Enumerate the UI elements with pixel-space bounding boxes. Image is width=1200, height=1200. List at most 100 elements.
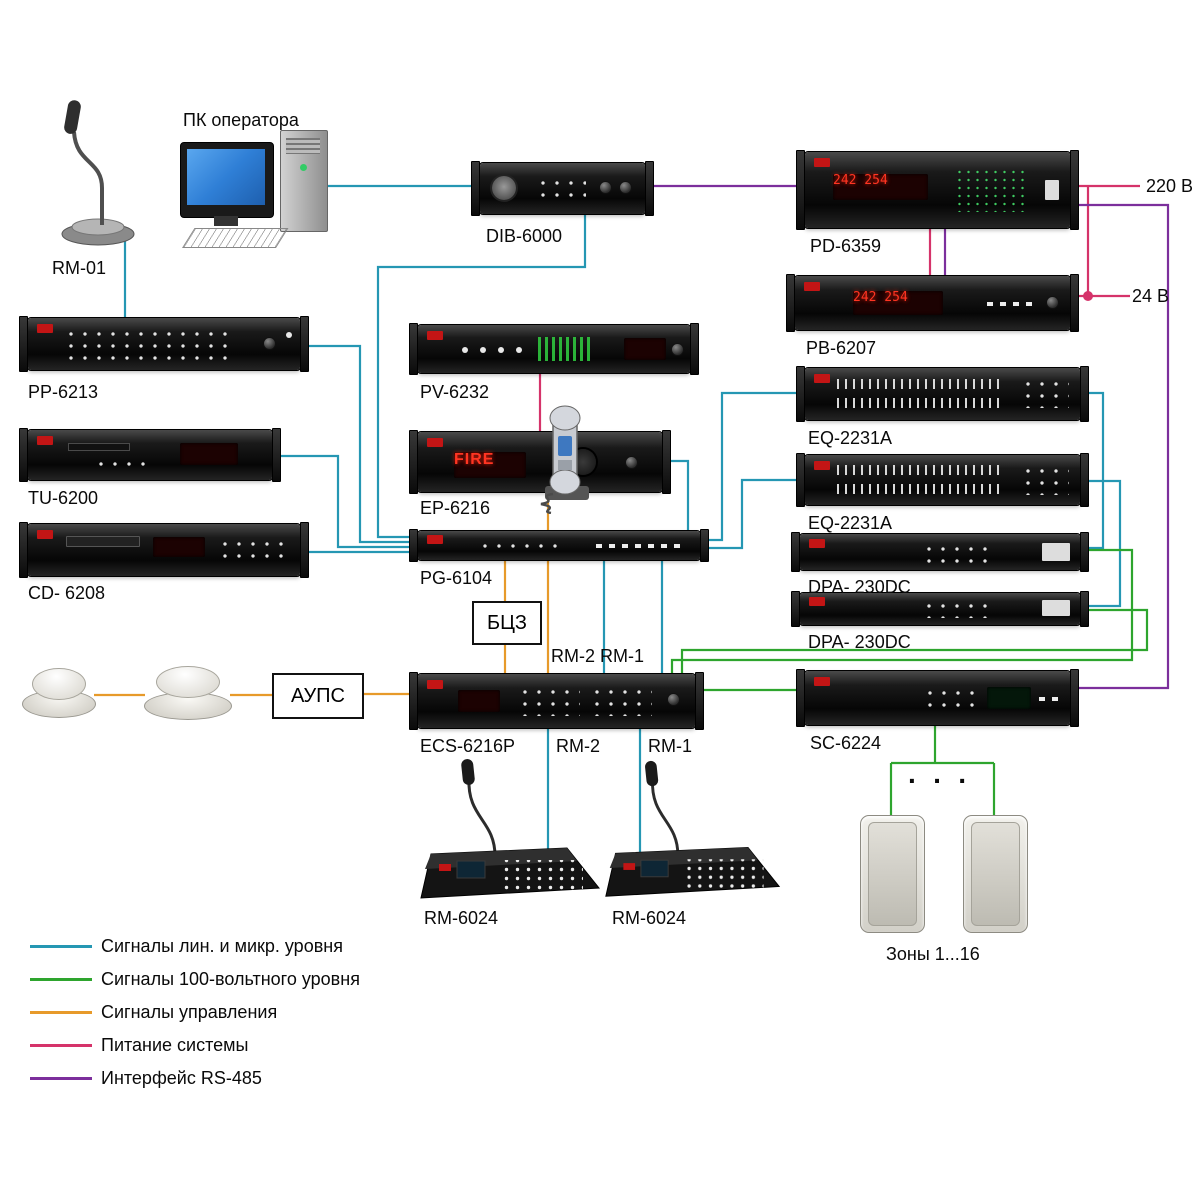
knob [1047, 297, 1058, 308]
label-dpa2: DPA- 230DC [808, 632, 911, 652]
label-plate [1045, 180, 1059, 200]
pc-power-led [300, 164, 307, 171]
device-sc-6224 [796, 669, 1079, 727]
device-pd-6359: 242 254 [796, 150, 1079, 230]
knob [600, 182, 611, 193]
label-rm6024-1: RM-6024 [424, 908, 499, 928]
brand-badge [37, 324, 53, 333]
legend-label-line: Сигналы лин. и микр. уровня [101, 936, 343, 956]
label-plate [1042, 600, 1070, 616]
smoke-detector-2 [144, 666, 232, 722]
brand-badge [814, 461, 830, 470]
knob [264, 338, 275, 349]
slider-row-upper [837, 379, 1005, 389]
legend-swatch-line [30, 945, 92, 948]
rm6024-console-1 [420, 759, 600, 899]
button-row [218, 538, 286, 564]
bcz-box: БЦЗ [472, 601, 542, 645]
label-pb: PB-6207 [806, 338, 877, 358]
operator-pc [180, 130, 328, 250]
device-pp-6213 [19, 316, 309, 372]
pc-keyboard [182, 228, 289, 248]
power-junction-dot [1083, 291, 1093, 301]
legend-label-power: Питание системы [101, 1035, 249, 1055]
button [462, 347, 468, 353]
label-ecs: ECS-6216P [420, 736, 516, 756]
brand-badge [804, 282, 820, 291]
zone-speaker-1 [860, 815, 925, 933]
legend-row-volt100: Сигналы 100-вольтного уровня [30, 969, 360, 990]
zone-buttons-right [590, 686, 652, 716]
cd-display [153, 537, 205, 557]
knob [620, 182, 631, 193]
device-ecs-6216p [409, 672, 704, 730]
label-dib: DIB-6000 [486, 226, 563, 246]
label-220v: 220 В [1146, 176, 1194, 196]
device-pg-6104 [409, 529, 709, 562]
detector-dome [32, 668, 86, 700]
brand-badge [427, 680, 443, 689]
speaker-grille [971, 822, 1020, 926]
brand-badge [427, 331, 443, 340]
xlr-connector [492, 176, 516, 200]
legend-row-rs485: Интерфейс RS-485 [30, 1068, 360, 1089]
detector-dome [156, 666, 220, 698]
device-ep-6216: FIRE [409, 430, 671, 494]
legend-swatch-power [30, 1044, 92, 1047]
pc-monitor-stand [214, 216, 238, 226]
brand-badge [427, 438, 443, 447]
button [480, 347, 486, 353]
wire-pg-eq2 [698, 478, 807, 550]
device-eq-2231a-2 [796, 453, 1089, 507]
control-section [1021, 465, 1069, 495]
brand-badge [37, 530, 53, 539]
port-row [596, 544, 681, 548]
fireman-handset [540, 405, 589, 514]
label-operator-pc: ПК оператора [183, 110, 299, 130]
device-pv-6232 [409, 323, 699, 375]
ecs-display [458, 690, 500, 712]
brand-badge [37, 436, 53, 445]
indicator [286, 332, 292, 338]
brand-badge [809, 597, 825, 606]
label-rm1: RM-1 [648, 736, 692, 756]
label-24v: 24 В [1132, 286, 1170, 306]
legend-row-control: Сигналы управления [30, 1002, 360, 1023]
label-tu: TU-6200 [28, 488, 99, 508]
label-rm-bus-top: RM-2 RM-1 [551, 646, 644, 666]
legend: Сигналы лин. и микр. уровня Сигналы 100-… [30, 936, 360, 1089]
aups-box: АУПС [272, 673, 364, 719]
button-cluster [923, 687, 978, 713]
label-eq1: EQ-2231A [808, 428, 893, 448]
label-ep: EP-6216 [420, 498, 491, 518]
wire-dib-pg [376, 214, 587, 539]
device-pb-6207: 242 254 [786, 274, 1079, 332]
device-dpa-230dc-1 [791, 532, 1089, 572]
legend-label-control: Сигналы управления [101, 1002, 278, 1022]
pc-tower-vents [286, 138, 320, 154]
button-matrix [64, 328, 232, 360]
knob [672, 344, 683, 355]
knob [668, 694, 679, 705]
pv-display [624, 338, 666, 360]
label-rm6024-2: RM-6024 [612, 908, 687, 928]
label-cd: CD- 6208 [28, 583, 106, 603]
device-dpa-230dc-2 [791, 591, 1089, 627]
label-rm01: RM-01 [52, 258, 107, 278]
slider-row-upper [837, 465, 1005, 475]
label-dpa1: DPA- 230DC [808, 577, 911, 597]
button-row [94, 458, 154, 470]
smoke-detector-1 [22, 668, 96, 720]
rm01-microphone [61, 100, 135, 246]
knob [626, 457, 637, 468]
device-dib-6000 [471, 161, 654, 216]
button [516, 347, 522, 353]
label-plate [1042, 543, 1070, 561]
speaker-grille [868, 822, 917, 926]
device-tu-6200 [19, 428, 281, 482]
led-indicator-grid [955, 168, 1030, 212]
wire-tu-pg [272, 454, 422, 549]
legend-row-power: Питание системы [30, 1035, 360, 1056]
